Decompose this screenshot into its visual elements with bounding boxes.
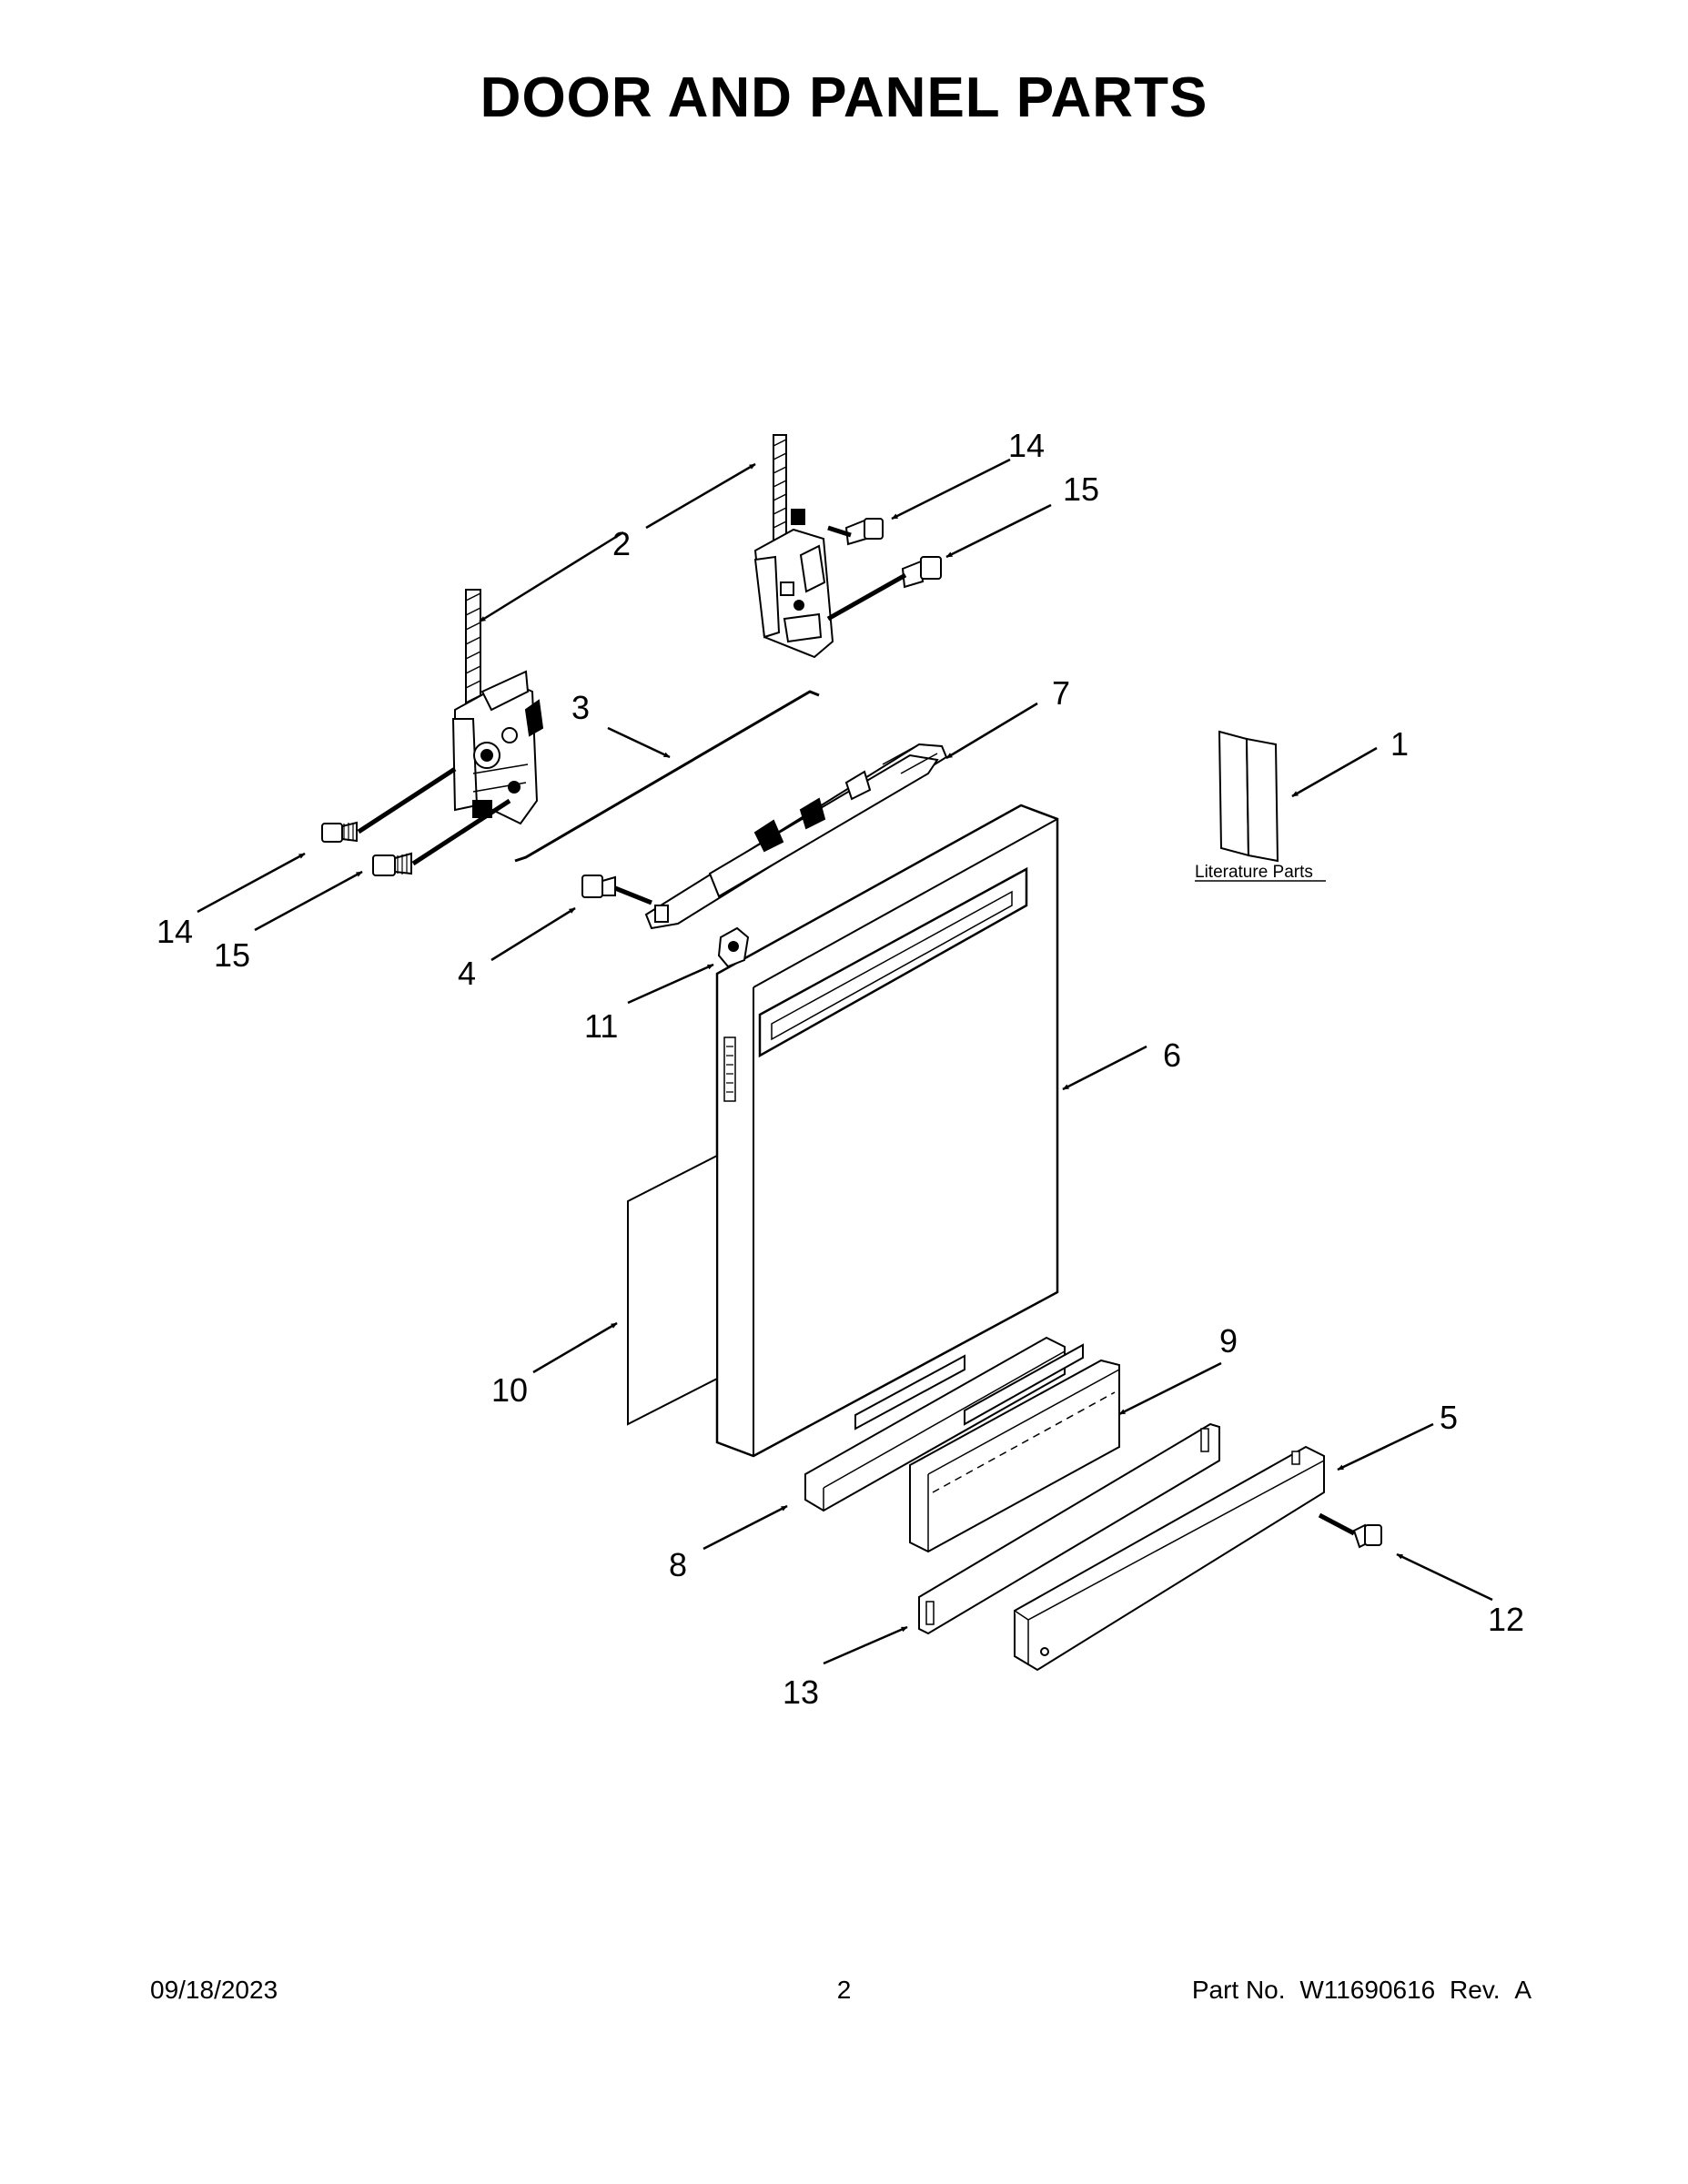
callout-11: 11 — [584, 1007, 618, 1045]
footer-part-info: Part No. W11690616 Rev. A — [1185, 1976, 1531, 2005]
literature-booklet — [1218, 730, 1279, 863]
screw-15-right — [901, 556, 942, 589]
screw-15-left — [372, 852, 412, 876]
callout-8: 8 — [669, 1546, 687, 1583]
screw-12-part — [1318, 1512, 1382, 1549]
toe-panel-part — [1014, 1445, 1325, 1672]
callout-14-right: 14 — [1008, 427, 1045, 464]
bracket-part — [717, 926, 750, 968]
spacer-right-part — [909, 1343, 1120, 1553]
vent-latch-part — [644, 743, 948, 930]
screw-14-right — [844, 518, 884, 546]
hinge-left — [451, 589, 544, 825]
lower-strip-part — [918, 1422, 1220, 1635]
door-panel-part — [715, 804, 1059, 1458]
callout-12: 12 — [1488, 1601, 1524, 1638]
cable-part — [514, 690, 820, 863]
literature-parts-label: Literature Parts — [1195, 863, 1313, 882]
part-number: W11690616 — [1299, 1976, 1436, 2004]
callout-2: 2 — [612, 525, 631, 562]
page-title: DOOR AND PANEL PARTS — [480, 66, 1208, 129]
callout-7: 7 — [1052, 674, 1070, 712]
part-no-label: Part No. — [1191, 1976, 1286, 2004]
callout-4: 4 — [458, 955, 476, 992]
footer-date: 09/18/2023 — [150, 1976, 278, 2004]
callout-10: 10 — [491, 1371, 528, 1409]
bolt-part — [581, 875, 652, 905]
spacer-left-part — [804, 1336, 1066, 1512]
callout-6: 6 — [1163, 1036, 1181, 1074]
hinge-right — [753, 434, 834, 659]
insulation-sheet-part — [627, 1154, 718, 1426]
rev-label: Rev. — [1450, 1976, 1501, 2004]
callout-15-right: 15 — [1063, 470, 1099, 508]
callout-9: 9 — [1219, 1322, 1238, 1360]
callout-15-left: 15 — [214, 936, 250, 974]
hinge-shafts — [357, 525, 907, 866]
leader-arrows — [197, 458, 1493, 1665]
callout-14-left: 14 — [157, 913, 193, 950]
callout-13: 13 — [783, 1673, 819, 1711]
callout-5: 5 — [1440, 1399, 1458, 1436]
screw-14-left — [321, 821, 358, 843]
rev-value: A — [1514, 1976, 1531, 2004]
callout-1: 1 — [1390, 725, 1409, 763]
callout-3: 3 — [571, 689, 590, 726]
footer-page-number: 2 — [836, 1976, 852, 2004]
